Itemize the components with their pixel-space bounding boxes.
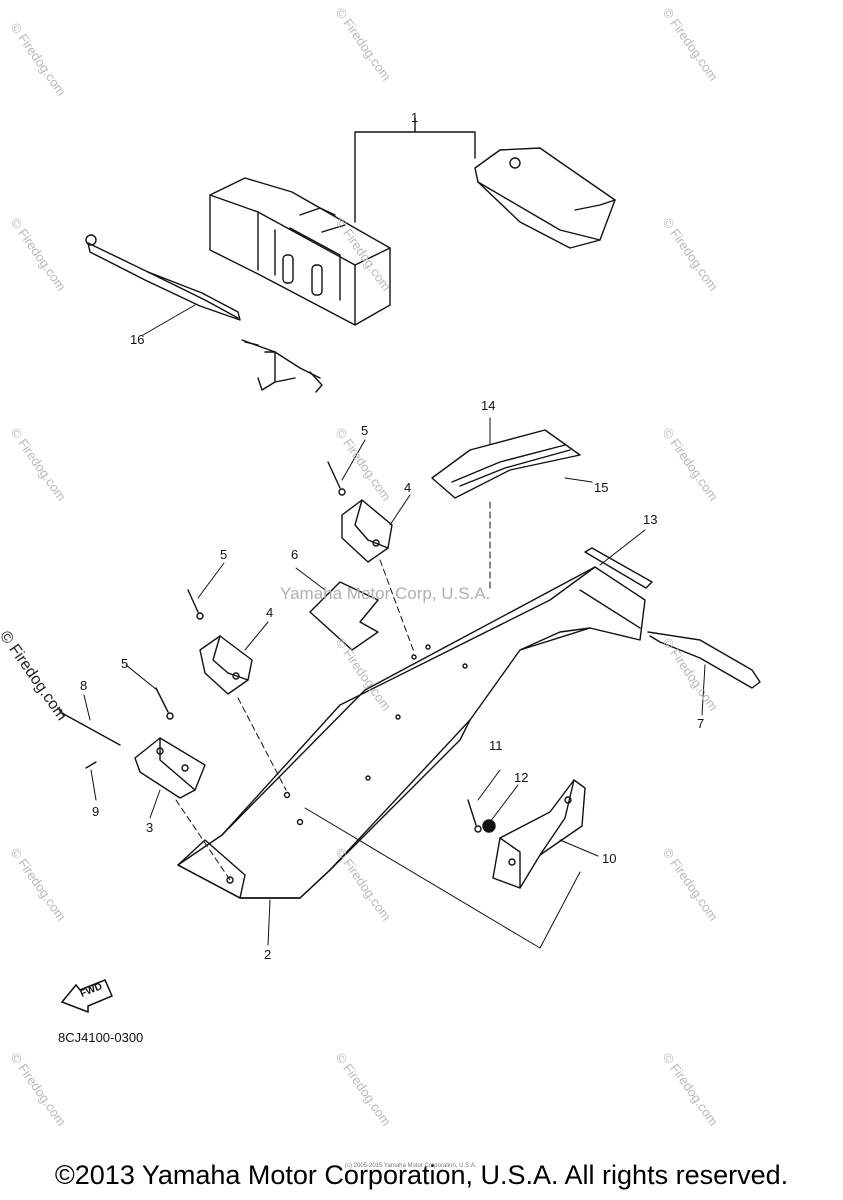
part-14-pad (431, 429, 581, 499)
part-9-pin (85, 761, 97, 769)
center-watermark: Yamaha Motor Corp, U.S.A. (280, 584, 491, 603)
part-1-cover (474, 147, 616, 249)
callout-label: 3 (146, 820, 154, 835)
callout-label: 2 (264, 947, 272, 962)
callout-label: 4 (404, 480, 412, 495)
part-4-clip-upper (341, 499, 393, 563)
callout-label: 15 (594, 480, 609, 495)
part-13-strip (584, 547, 653, 589)
callout-label: 16 (130, 332, 145, 347)
callout-label: 13 (643, 512, 658, 527)
part-6-label (309, 581, 379, 651)
callout-label: 14 (481, 398, 496, 413)
callout-label: 11 (489, 738, 503, 753)
part-8-bolt (57, 707, 121, 746)
callout-label: 12 (514, 770, 529, 785)
callout-label: 4 (266, 605, 274, 620)
part-4-clip-lower (199, 635, 253, 695)
part-12-nut (482, 819, 496, 833)
callout-label: 5 (361, 423, 369, 438)
part-10-holder (492, 779, 586, 889)
part-5-screw-lower (155, 687, 174, 720)
part-2-tray (177, 566, 646, 899)
fwd-arrow (60, 979, 113, 1014)
part-16-strap (85, 234, 323, 393)
callout-label: 8 (80, 678, 88, 693)
copyright-footer: ©2013 Yamaha Motor Corporation, U.S.A. A… (54, 1160, 789, 1190)
callout-label: 1 (411, 110, 419, 125)
callout-label: 5 (220, 547, 228, 562)
part-5-screw-upper (327, 461, 346, 496)
callout-1-bracket (354, 117, 476, 223)
callout-label: 6 (291, 547, 299, 562)
callout-label: 9 (92, 804, 100, 819)
part-5-screw-middle (187, 589, 204, 620)
part-3-bracket (134, 737, 206, 799)
leader-lines (83, 304, 706, 949)
part-11-screw (467, 799, 482, 833)
callout-label: 5 (121, 656, 129, 671)
part-1-bag (209, 177, 391, 326)
part-7-rod (647, 631, 761, 689)
part-code: 8CJ4100-0300 (58, 1030, 144, 1045)
callout-label: 10 (602, 851, 617, 866)
callout-label: 7 (697, 716, 705, 731)
alignment-lines (175, 501, 491, 881)
small-credit: (c) 2005-2015 Yamaha Motor Corporation, … (345, 1163, 477, 1169)
